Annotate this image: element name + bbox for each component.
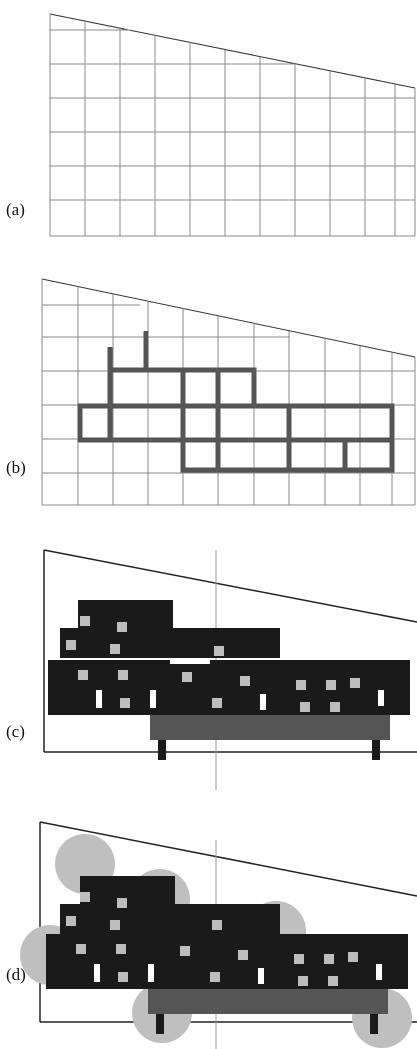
plan-d-drawing	[20, 821, 417, 1049]
panel-d: (d)	[0, 810, 417, 1049]
plan-d-structure	[46, 876, 408, 1034]
panel-c: (c)	[0, 540, 417, 790]
beam-layout-b	[77, 331, 395, 473]
panel-label-b: (b)	[6, 458, 26, 477]
grid-b-drawing	[41, 278, 416, 506]
panel-label-d: (d)	[6, 965, 26, 984]
panel-a: (a)	[0, 0, 417, 250]
grid-a-lines	[49, 13, 416, 237]
plan-c-drawing	[43, 549, 417, 790]
grid-a-drawing	[49, 13, 416, 237]
panel-label-c: (c)	[6, 722, 25, 741]
plan-c-structure	[48, 600, 410, 760]
panel-label-a: (a)	[6, 200, 25, 219]
panel-b: (b)	[0, 265, 417, 515]
